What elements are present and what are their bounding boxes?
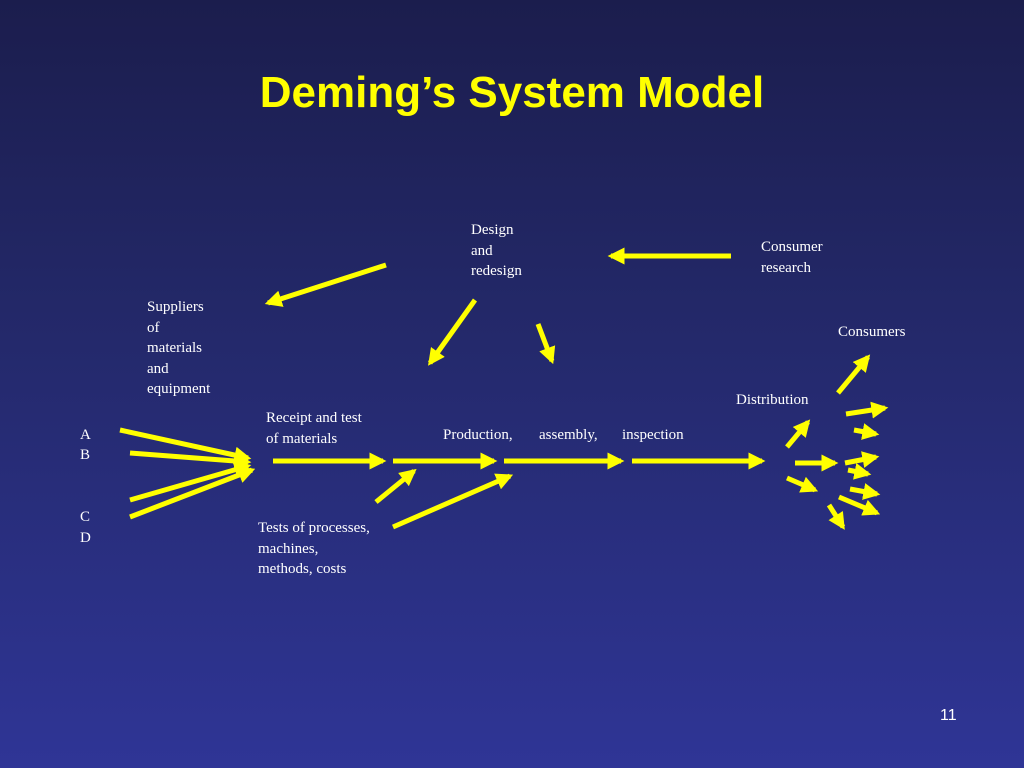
arrow-source-b <box>129 450 252 470</box>
production-label: Production, <box>443 427 513 443</box>
arrow-distribution-3 <box>786 475 819 493</box>
arrow-consumer-5 <box>849 483 881 500</box>
consumers-label: Consumers <box>838 324 906 340</box>
suppliers-label: Suppliers of materials and equipment <box>147 299 211 397</box>
consumer-research-label: Consumer research <box>761 239 823 276</box>
receipt-test-label: Receipt and test of materials <box>266 410 362 447</box>
source-d-label: D <box>80 530 91 546</box>
arrow-consumer-6 <box>838 494 881 516</box>
arrow-design-to-receipt <box>427 298 478 366</box>
arrow-design-to-suppliers <box>264 262 387 307</box>
arrow-tests-1 <box>374 468 417 504</box>
page-number: 11 <box>940 707 957 724</box>
design-label: Design and redesign <box>471 222 522 279</box>
arrow-source-a <box>119 427 252 464</box>
tests-label: Tests of processes, machines, methods, c… <box>258 520 370 577</box>
inspection-label: inspection <box>622 427 684 443</box>
arrow-design-to-production <box>535 323 556 365</box>
source-a-label: A <box>80 427 91 443</box>
assembly-label: assembly, <box>539 427 598 443</box>
arrow-distribution-1 <box>785 419 811 449</box>
arrow-distribution-4 <box>826 503 846 530</box>
distribution-label: Distribution <box>736 392 809 408</box>
slide-title: Deming’s System Model <box>259 68 765 117</box>
arrow-to-consumers <box>836 354 871 395</box>
arrow-consumer-4 <box>847 462 872 480</box>
arrow-source-c <box>129 461 252 503</box>
source-b-label: B <box>80 447 91 463</box>
arrow-source-d <box>129 466 256 520</box>
arrow-consumer-2 <box>853 423 880 440</box>
arrow-consumer-3 <box>844 451 880 468</box>
arrow-tests-2 <box>392 473 514 530</box>
source-c-label: C <box>80 509 91 525</box>
arrow-consumer-1 <box>845 401 889 419</box>
